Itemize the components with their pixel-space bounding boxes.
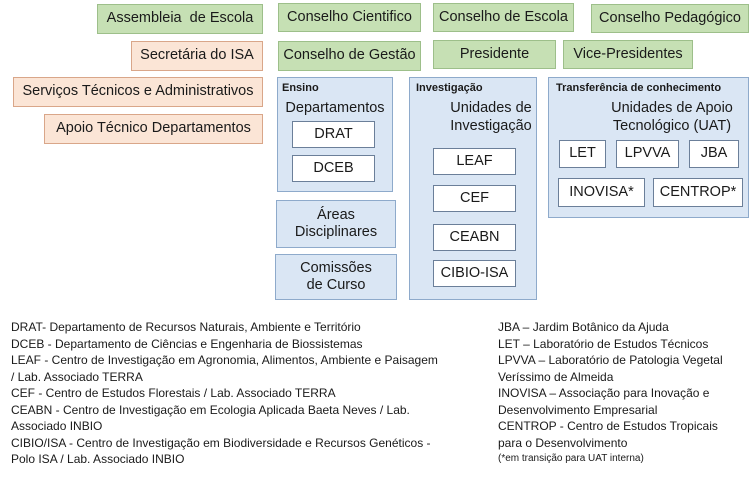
ui-cef-box: CEF <box>433 185 516 212</box>
ui-cibio-isa-box: CIBIO-ISA <box>433 260 516 287</box>
ui-ceabn-box: CEABN <box>433 224 516 251</box>
legend-left-line: Polo ISA / Lab. Associado INBIO <box>11 452 185 466</box>
conselho-escola-box: Conselho de Escola <box>433 3 574 32</box>
legend-right-line: LPVVA – Laboratório de Patologia Vegetal <box>498 353 723 367</box>
dept-dceb-label: DCEB <box>313 159 354 176</box>
ui-cibio-isa-label: CIBIO-ISA <box>440 264 509 281</box>
legend-left-line: CEF - Centro de Estudos Florestais / Lab… <box>11 386 336 400</box>
dept-dceb-box: DCEB <box>292 155 375 182</box>
ensino-title: Ensino <box>282 82 319 94</box>
ui-leaf-box: LEAF <box>433 148 516 175</box>
legend-right: JBA – Jardim Botânico da Ajuda LET – Lab… <box>498 319 723 468</box>
ui-ceabn-label: CEABN <box>449 228 500 245</box>
conselho-gestao-box: Conselho de Gestão <box>278 41 421 71</box>
areas-disciplinares-box: Áreas Disciplinares <box>276 200 396 248</box>
departamentos-subtitle: Departamentos <box>285 100 385 116</box>
apoio-box: Apoio Técnico Departamentos <box>44 114 263 144</box>
servicos-box: Serviços Técnicos e Administrativos <box>13 77 263 107</box>
conselho-gestao-label: Conselho de Gestão <box>283 47 416 64</box>
uat-inovisa-label: INOVISA* <box>569 183 634 200</box>
legend-left-line: LEAF - Centro de Investigação em Agronom… <box>11 353 438 367</box>
ui-leaf-label: LEAF <box>456 152 493 169</box>
uat-centrop-label: CENTROP* <box>659 183 737 200</box>
legend-left-line: / Lab. Associado TERRA <box>11 369 143 384</box>
legend-note: (*em transição para UAT interna) <box>498 453 644 464</box>
conselho-escola-label: Conselho de Escola <box>439 8 568 25</box>
assembleia-escola-box: Assembleia de Escola <box>97 4 263 34</box>
vice-presidentes-label: Vice-Presidentes <box>573 45 683 62</box>
legend-left-line: CEABN - Centro de Investigação em Ecolog… <box>11 402 410 417</box>
uat-centrop-box: CENTROP* <box>653 178 743 207</box>
legend-right-line: CENTROP - Centro de Estudos Tropicais <box>498 419 718 433</box>
uat-inovisa-box: INOVISA* <box>558 178 645 207</box>
uat-subtitle: Unidades de Apoio Tecnológico (UAT) <box>611 100 733 135</box>
servicos-label: Serviços Técnicos e Administrativos <box>22 83 254 100</box>
presidente-box: Presidente <box>433 40 556 69</box>
legend-left-line: Associado INBIO <box>11 419 103 433</box>
legend-left-line: CIBIO/ISA - Centro de Investigação em Bi… <box>11 435 431 450</box>
unidades-investigacao-subtitle: Unidades de Investigação <box>450 100 532 135</box>
uat-let-box: LET <box>559 140 606 168</box>
secretaria-box: Secretária do ISA <box>131 41 263 71</box>
apoio-label: Apoio Técnico Departamentos <box>56 120 251 137</box>
dept-drat-box: DRAT <box>292 121 375 148</box>
uat-jba-box: JBA <box>689 140 739 168</box>
conselho-pedagogico-box: Conselho Pedagógico <box>591 4 749 33</box>
transferencia-title: Transferência de conhecimento <box>556 82 722 94</box>
uat-lpvva-label: LPVVA <box>624 145 671 162</box>
uat-let-label: LET <box>569 145 596 162</box>
legend-right-line: LET – Laboratório de Estudos Técnicos <box>498 336 709 351</box>
uat-lpvva-box: LPVVA <box>616 140 679 168</box>
comissoes-curso-box: Comissões de Curso <box>275 254 397 300</box>
conselho-cientifico-box: Conselho Cientifico <box>278 3 421 32</box>
areas-disciplinares-label: Áreas Disciplinares <box>294 206 378 240</box>
legend-left-line: DCEB - Departamento de Ciências e Engenh… <box>11 336 363 351</box>
legend-left: DRAT- Departamento de Recursos Naturais,… <box>11 319 438 468</box>
legend-right-line: para o Desenvolvimento <box>498 435 628 450</box>
conselho-pedagogico-label: Conselho Pedagógico <box>599 9 741 26</box>
vice-presidentes-box: Vice-Presidentes <box>563 40 693 69</box>
comissoes-curso-label: Comissões de Curso <box>300 259 372 293</box>
legend-right-line: JBA – Jardim Botânico da Ajuda <box>498 320 669 334</box>
presidente-label: Presidente <box>459 45 530 62</box>
uat-jba-label: JBA <box>700 145 728 162</box>
legend-right-line: Veríssimo de Almeida <box>498 369 614 384</box>
ui-cef-label: CEF <box>460 189 489 206</box>
assembleia-escola-label: Assembleia de Escola <box>106 10 254 27</box>
legend-left-line: DRAT- Departamento de Recursos Naturais,… <box>11 320 361 334</box>
dept-drat-label: DRAT <box>314 125 353 142</box>
legend-right-line: Desenvolvimento Empresarial <box>498 402 658 417</box>
legend-right-line: INOVISA – Associação para Inovação e <box>498 386 710 400</box>
conselho-cientifico-label: Conselho Cientifico <box>287 8 412 25</box>
investigacao-title: Investigação <box>416 82 483 94</box>
secretaria-label: Secretária do ISA <box>140 47 254 64</box>
